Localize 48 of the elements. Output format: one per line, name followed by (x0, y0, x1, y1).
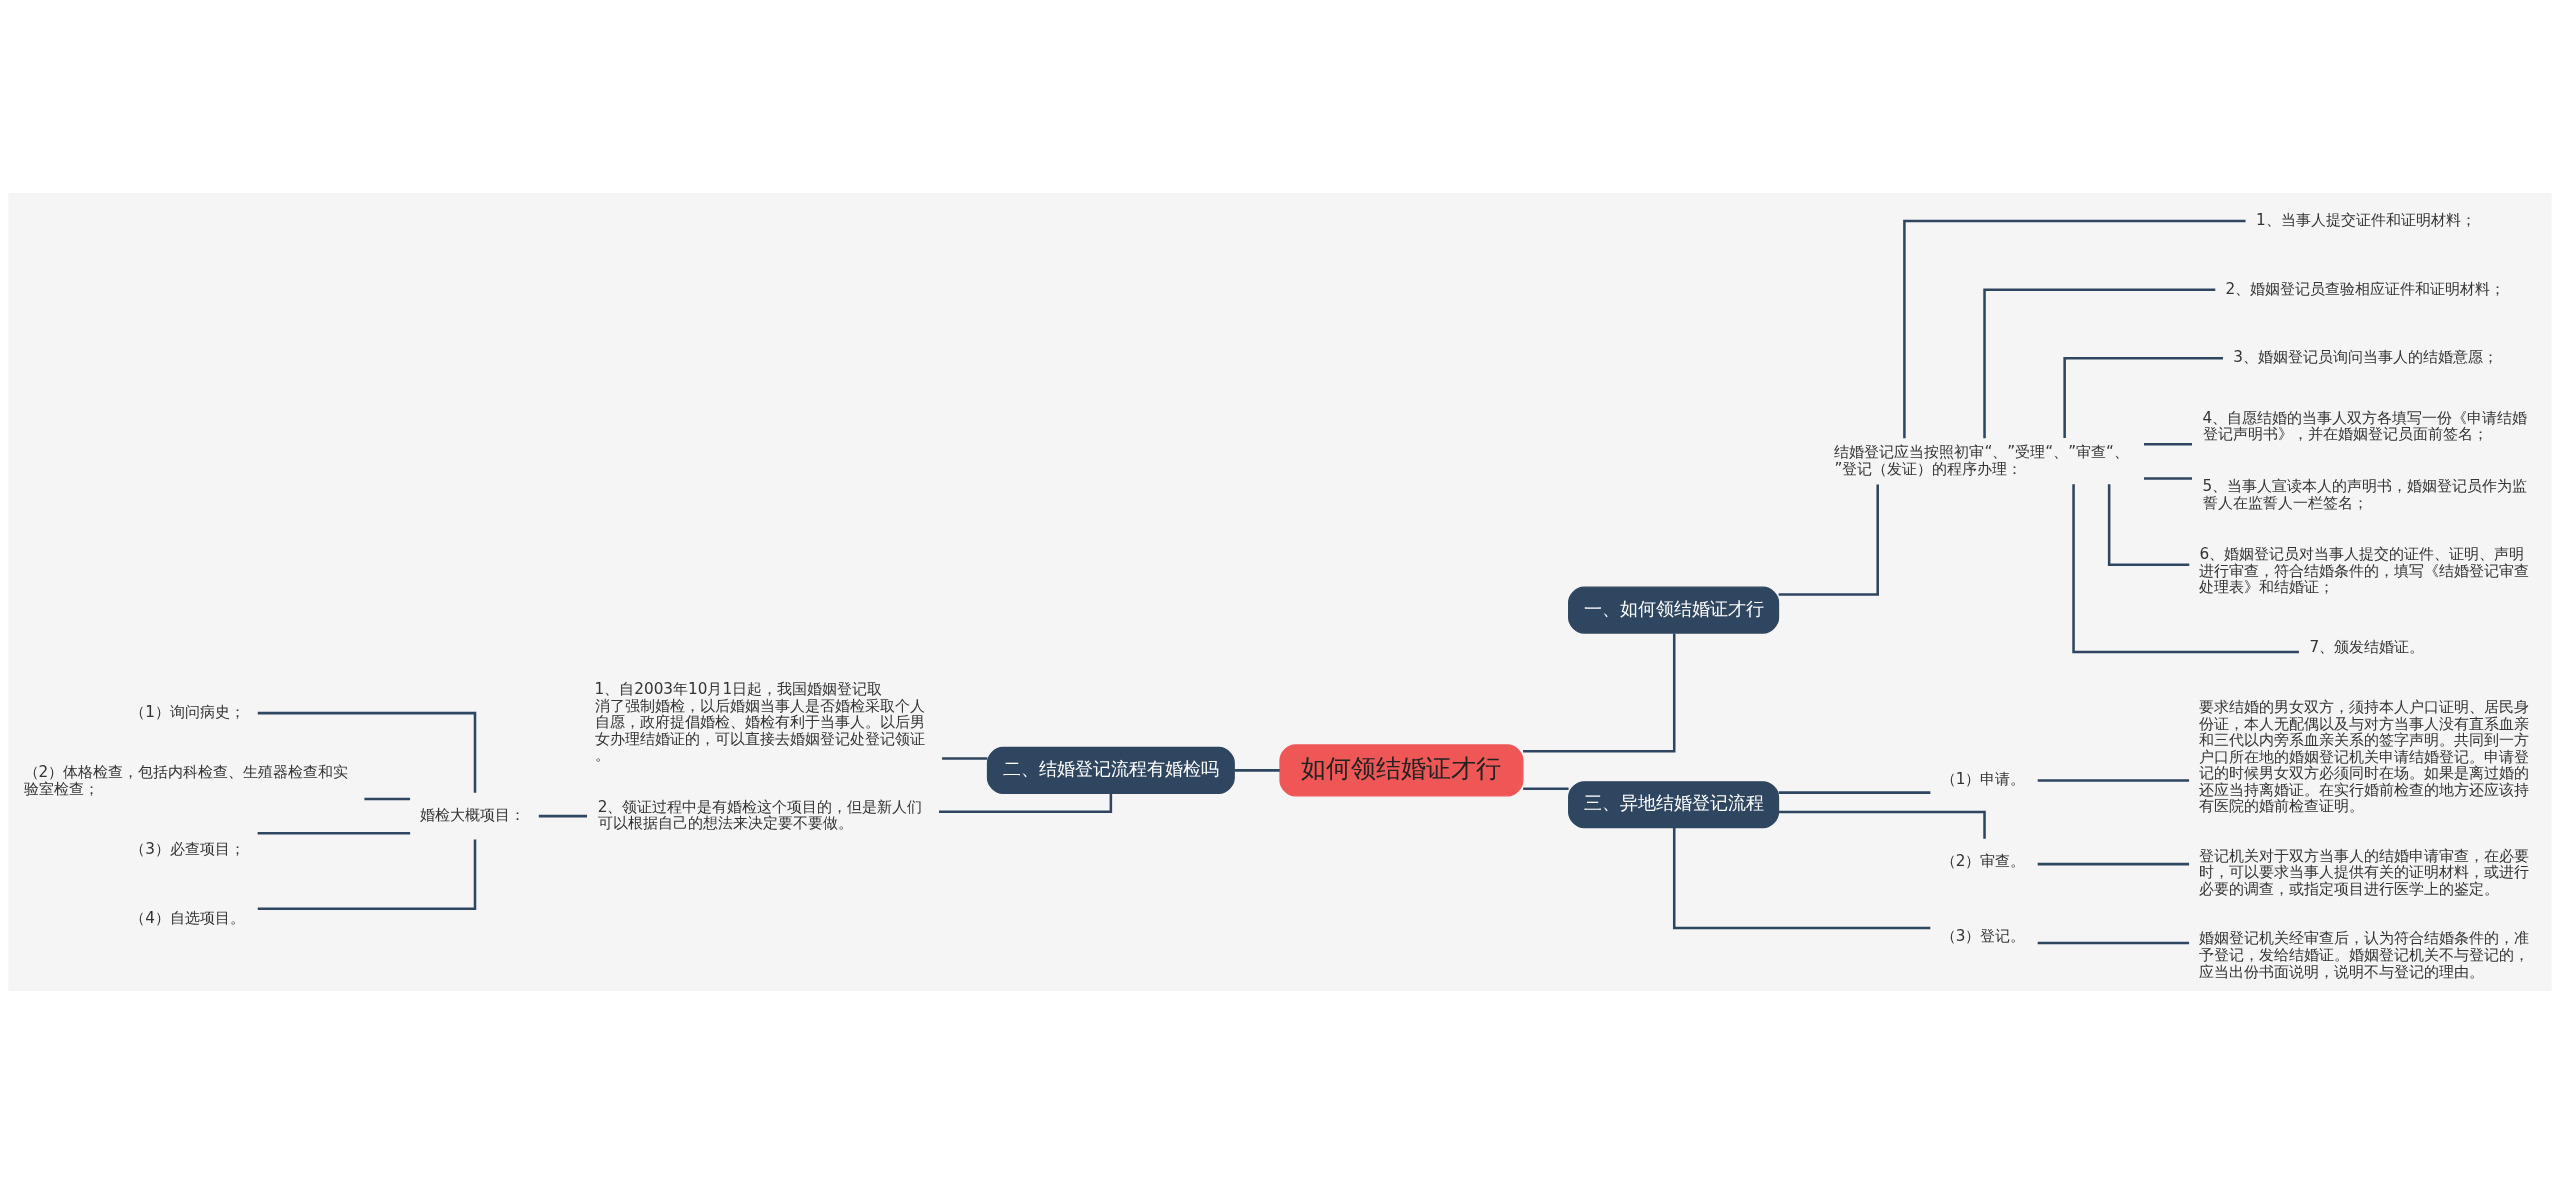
node-text: （1）询问病史； (130, 702, 246, 721)
node-text: 5、当事人宣读本人的声明书，婚姻登记员作为监誓人在监誓人一栏签名； (2202, 476, 2528, 512)
connector (2037, 941, 2190, 944)
node-text: （4）自选项目。 (130, 908, 246, 927)
node-box: 如何领结婚证才行 (1279, 743, 1524, 796)
node-text: 6、婚姻登记员对当事人提交的证件、证明、声明进行审查，符合结婚条件的，填写《结婚登记审查处理表》和结婚证； (2199, 544, 2530, 596)
node-text: 1、自2003年10月1日起，我国婚姻登记取消了强制婚检，以后婚姻当事人是否婚检采取个人自愿，政府提倡婚检、婚检有利于当事人。以后男女办理结婚证的，可以直接去婚姻登记处登记领证。 (594, 679, 925, 764)
connector (1672, 827, 1931, 929)
connector (364, 797, 411, 800)
connector (2037, 778, 2190, 782)
connector (1903, 219, 2246, 438)
node-text: 7、颁发结婚证。 (2309, 637, 2425, 656)
node-box: 一、如何领结婚证才行 (1568, 586, 1780, 634)
node-text: 婚检大概项目： (420, 805, 526, 824)
connector (1983, 287, 2216, 438)
node-text: 3、婚姻登记员询问当事人的结婚意愿； (2233, 347, 2498, 366)
connector (2037, 862, 2190, 865)
connector (2144, 442, 2192, 445)
connector (1778, 790, 1931, 794)
connector (257, 711, 477, 793)
node-text: 1、当事人提交证件和证明材料； (2256, 210, 2476, 229)
connector (1234, 768, 1280, 772)
node-text: （3）登记。 (1940, 926, 2026, 945)
connector (1523, 787, 1569, 790)
node-text: 2、婚姻登记员查验相应证件和证明材料； (2225, 279, 2506, 298)
connector (257, 831, 411, 835)
node-text: 婚姻登记机关经审查后，认为符合结婚条件的，准予登记，发给结婚证。婚姻登记机关不与登记的，应当出份书面说明，说明不与登记的理由。 (2199, 928, 2530, 980)
connector (2144, 476, 2192, 480)
node-text: 4、自愿结婚的当事人双方各填写一份《申请结婚登记声明书》，并在婚姻登记员面前签名； (2202, 408, 2528, 443)
node-text: 结婚登记应当按照初审“、”受理“、”审查“、”登记（发证）的程序办理： (1834, 442, 2129, 478)
node-box: 三、异地结婚登记流程 (1568, 780, 1780, 828)
connector (942, 756, 988, 760)
connector (2072, 483, 2299, 653)
connector (1523, 632, 1676, 753)
connector (2063, 356, 2223, 438)
node-text: （2）审查。 (1940, 851, 2026, 870)
connector (538, 814, 588, 817)
connector (257, 839, 477, 910)
node-text: （1）申请。 (1940, 769, 2026, 788)
node-text: （3）必查项目； (130, 839, 246, 858)
node-text: （2）体格检查，包括内科检查、生殖器检查和实验室检查； (23, 762, 349, 798)
node-text: 要求结婚的男女双方，须持本人户口证明、居民身份证，本人无配偶以及与对方当事人没有直系血亲和三代以内旁系血亲关系的签字声明。共同到一方户口所在地的婚姻登记机关申请结婚登记。申请登记的时候男女双方必须同时在场。如果是离过婚的还应当持离婚证。在实行婚前检查的地方还应该持有医院的婚前检查证明。 (2199, 697, 2530, 815)
node-box: 二、结婚登记流程有婚检吗 (986, 746, 1235, 794)
connector (1778, 484, 1879, 596)
node-text: 2、领证过程中是有婚检这个项目的，但是新人们可以根据自己的想法来决定要不要做。 (597, 797, 923, 832)
node-text: 登记机关对于双方当事人的结婚申请审查，在必要时，可以要求当事人提供有关的证明材料，或进行必要的调查，或指定项目进行医学上的鉴定。 (2199, 846, 2530, 898)
connector (939, 792, 1113, 813)
connector (2107, 483, 2190, 566)
